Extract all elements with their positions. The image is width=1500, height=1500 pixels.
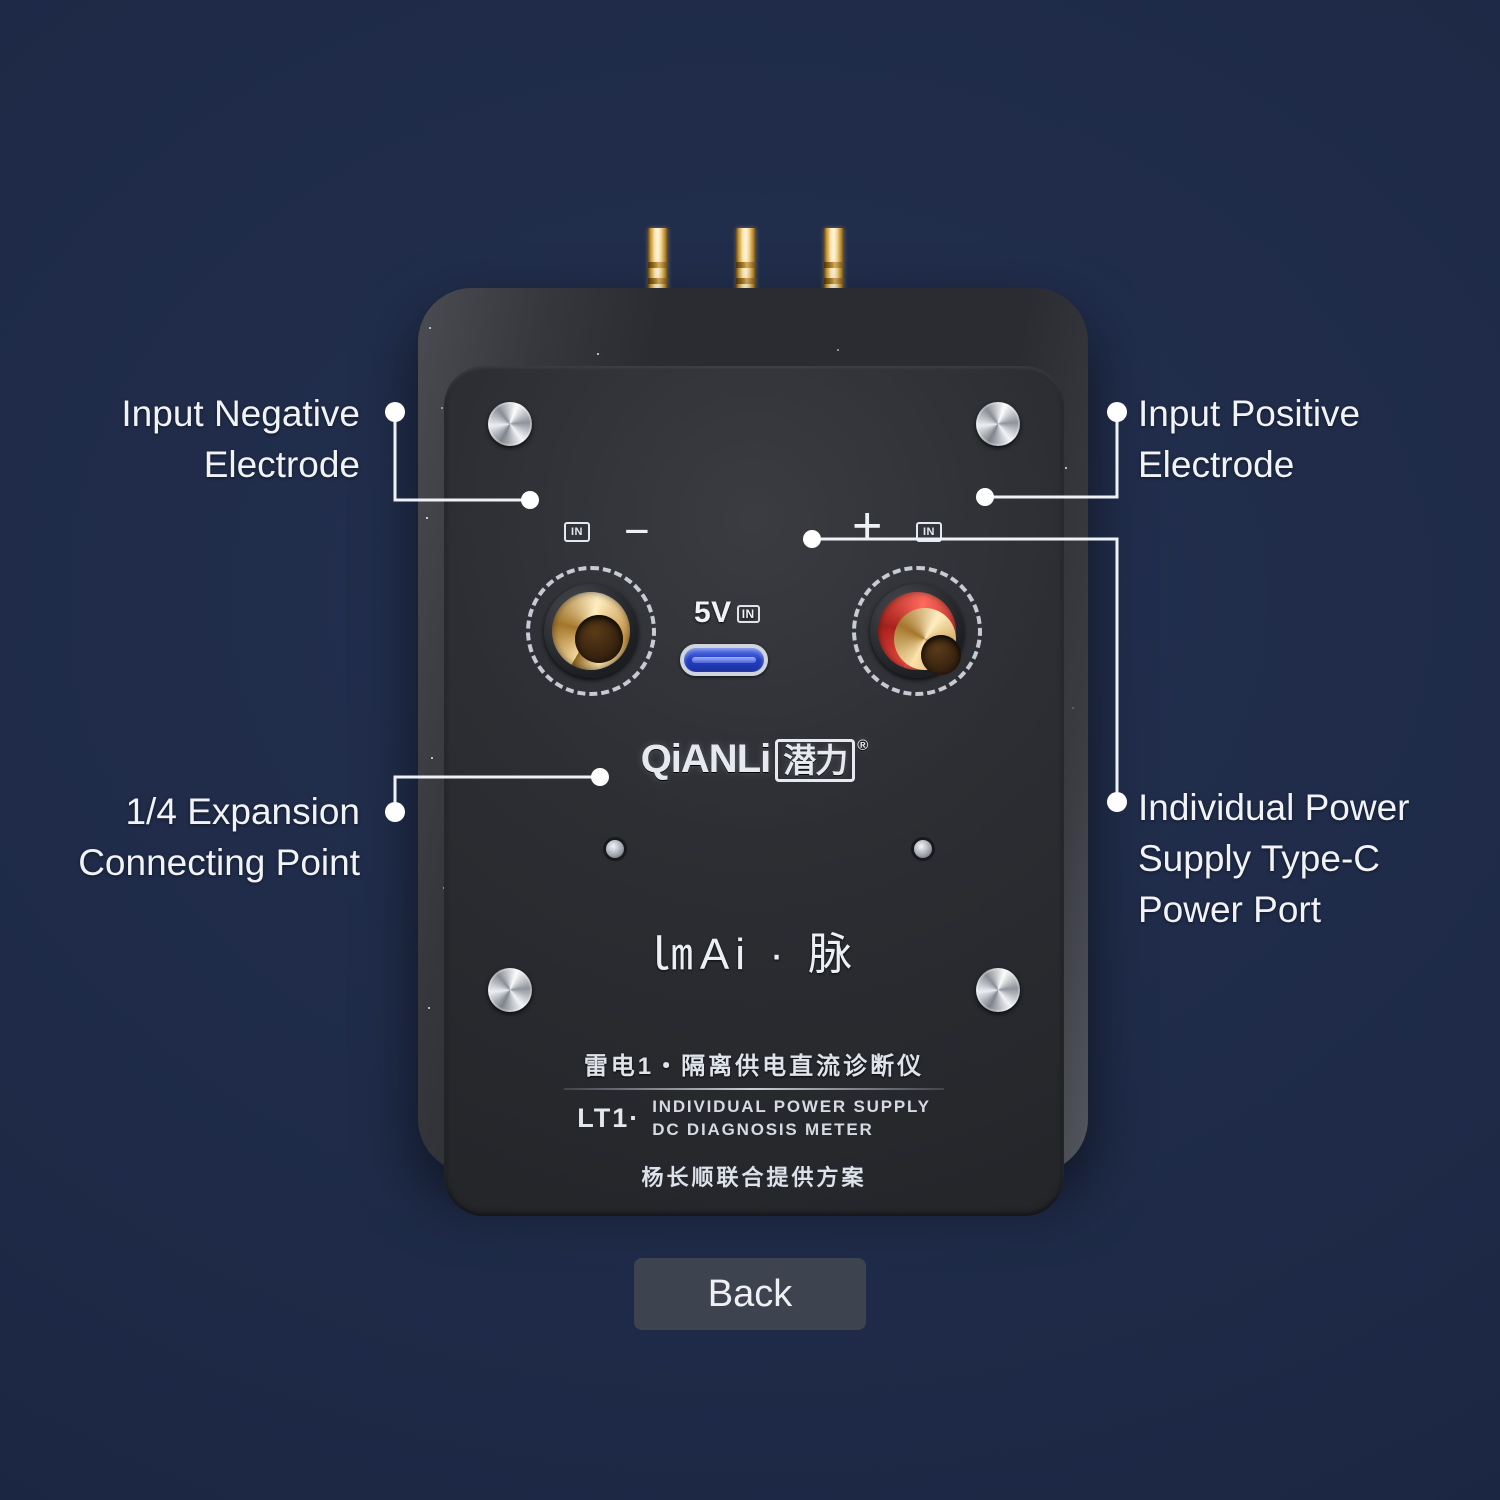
jack-body xyxy=(544,584,638,678)
model-cn-title: 雷电1・隔离供电直流诊断仪 xyxy=(583,1053,925,1080)
callout-typec-power-port: Individual Power Supply Type-C Power Por… xyxy=(1138,782,1488,935)
callout-line: Power Port xyxy=(1138,889,1322,931)
back-button[interactable]: Back xyxy=(634,1258,866,1330)
positive-in-badge: IN xyxy=(916,522,942,542)
gold-pin-header xyxy=(418,228,1088,318)
expansion-connecting-point[interactable] xyxy=(914,840,932,858)
model-code: LT1· xyxy=(577,1103,641,1134)
jack-ring-inner xyxy=(894,608,961,675)
negative-in-badge: IN xyxy=(564,522,590,542)
dashed-ring-icon xyxy=(526,566,656,696)
corner-screw-icon xyxy=(976,968,1020,1012)
jack-ring xyxy=(878,592,961,675)
gold-pin-icon xyxy=(736,228,756,300)
corner-screw-icon xyxy=(488,968,532,1012)
type-c-port[interactable] xyxy=(680,644,768,676)
jack-hole xyxy=(921,635,961,675)
expansion-connecting-point[interactable] xyxy=(606,840,624,858)
model-en-line1: INDIVIDUAL POWER SUPPLY xyxy=(652,1097,931,1116)
callout-line: 1/4 Expansion xyxy=(125,791,360,832)
brand-name-cn: 潜力 xyxy=(775,739,856,782)
input-negative-jack[interactable] xyxy=(526,566,656,696)
minus-sign-icon: − xyxy=(624,507,650,556)
corner-screw-icon xyxy=(488,402,532,446)
model-info-block: 雷电1・隔离供电直流诊断仪 LT1· INDIVIDUAL POWER SUPP… xyxy=(444,1046,1064,1192)
center-logo: ㏐Ai · 脉 xyxy=(649,930,859,979)
callout-line: Connecting Point xyxy=(78,842,360,884)
callout-line: Input Positive xyxy=(1138,393,1361,434)
plus-sign-icon: + xyxy=(852,497,883,555)
model-en-row: LT1· INDIVIDUAL POWER SUPPLY DC DIAGNOSI… xyxy=(444,1096,1064,1142)
registered-mark-icon: ® xyxy=(857,737,868,754)
callout-expansion-point: 1/4 Expansion Connecting Point xyxy=(20,786,360,888)
corner-screw-icon xyxy=(976,402,1020,446)
brand-name: QiANLi xyxy=(640,737,772,781)
jack-hole xyxy=(575,615,623,663)
model-cn-subtitle: 杨长顺联合提供方案 xyxy=(641,1164,867,1190)
callout-line: Electrode xyxy=(203,444,360,486)
model-en-line2: DC DIAGNOSIS METER xyxy=(652,1119,874,1139)
model-en-description: INDIVIDUAL POWER SUPPLY DC DIAGNOSIS MET… xyxy=(652,1096,931,1142)
divider xyxy=(564,1088,944,1090)
in-badge-small: IN xyxy=(736,605,760,623)
callout-input-positive: Input Positive Electrode xyxy=(1138,388,1488,490)
jack-body xyxy=(870,584,964,678)
voltage-text: 5V xyxy=(694,596,732,629)
jack-ring xyxy=(552,592,630,670)
input-positive-jack[interactable] xyxy=(852,566,982,696)
callout-line: Supply Type-C xyxy=(1138,838,1380,880)
callout-line: Input Negative xyxy=(121,393,360,434)
callout-line: Electrode xyxy=(1138,444,1295,486)
gold-pin-icon xyxy=(648,228,668,300)
device-front-panel: IN − + IN xyxy=(444,366,1064,1216)
callout-input-negative: Input Negative Electrode xyxy=(20,388,360,490)
callout-line: Individual Power xyxy=(1138,787,1410,828)
device-illustration: IN − + IN xyxy=(418,228,1088,1216)
gold-pin-icon xyxy=(824,228,844,300)
